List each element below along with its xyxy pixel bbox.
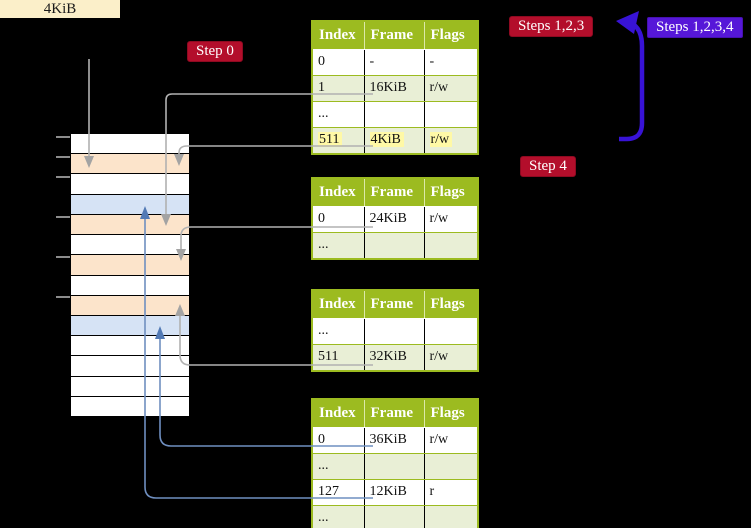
table-header-row: Index Frame Flags	[312, 399, 478, 428]
cell-flags: r/w	[423, 427, 478, 454]
cell-flags: r	[423, 479, 478, 506]
cell-index: 0	[312, 206, 364, 233]
column-header-frame: Frame	[363, 21, 424, 50]
memory-frame-row	[71, 376, 189, 397]
cell-flags: r/w	[423, 127, 478, 155]
address-tick	[56, 156, 70, 158]
cell-flags: r/w	[423, 206, 478, 233]
table-header-row: Index Frame Flags	[312, 290, 478, 319]
address-tick	[56, 136, 70, 138]
cell-flags: r/w	[423, 344, 478, 372]
page-table-third: Index Frame Flags ... 511 32KiB r/w	[311, 289, 479, 372]
cell-flags	[423, 453, 478, 480]
column-header-flags: Flags	[423, 290, 478, 319]
table-row: 0 24KiB r/w	[312, 206, 478, 233]
table-row: ...	[312, 505, 478, 528]
page-size-label: 4KiB	[0, 0, 120, 18]
cell-index: 511	[312, 344, 364, 372]
cell-index: ...	[312, 453, 364, 480]
memory-frame-row	[71, 174, 189, 195]
table-row: 127 12KiB r	[312, 479, 478, 506]
cell-flags	[423, 101, 478, 128]
table-row: ...	[312, 101, 478, 128]
cell-frame	[363, 232, 424, 260]
table-row: 511 32KiB r/w	[312, 344, 478, 372]
page-table-top: Index Frame Flags 0 - - 1 16KiB r/w ... …	[311, 20, 479, 155]
memory-frame-row	[71, 315, 189, 337]
cell-frame	[363, 505, 424, 528]
memory-frame-row	[71, 154, 189, 175]
cell-flags	[423, 505, 478, 528]
cell-frame	[363, 101, 424, 128]
address-tick	[56, 256, 70, 258]
cell-frame: -	[363, 49, 424, 76]
cell-flags	[423, 318, 478, 345]
address-tick	[56, 216, 70, 218]
memory-frame-row	[71, 275, 189, 296]
address-tick	[56, 176, 70, 178]
cell-flags: r/w	[423, 75, 478, 102]
loopback-steps-arrow	[619, 19, 645, 142]
table-row-highlighted: 511 4KiB r/w	[312, 127, 478, 155]
page-table-second: Index Frame Flags 0 24KiB r/w ...	[311, 177, 479, 260]
memory-frame-row	[71, 356, 189, 377]
table-row: ...	[312, 453, 478, 480]
column-header-index: Index	[312, 290, 364, 319]
column-header-frame: Frame	[363, 399, 424, 428]
memory-frame-row	[71, 336, 189, 357]
cell-index: 127	[312, 479, 364, 506]
table-row: ...	[312, 318, 478, 345]
cell-frame: 32KiB	[363, 344, 424, 372]
memory-frame-row	[71, 134, 189, 155]
cell-index: ...	[312, 101, 364, 128]
address-tick	[56, 296, 70, 298]
highlight-text: r/w	[429, 132, 453, 147]
memory-frame-row	[71, 214, 189, 236]
cell-index: ...	[312, 505, 364, 528]
cell-frame: 36KiB	[363, 427, 424, 454]
cell-frame: 12KiB	[363, 479, 424, 506]
cell-flags	[423, 232, 478, 260]
cell-index: 511	[312, 127, 364, 155]
column-header-index: Index	[312, 21, 364, 50]
cell-index: 0	[312, 427, 364, 454]
column-header-flags: Flags	[423, 21, 478, 50]
table-header-row: Index Frame Flags	[312, 178, 478, 207]
cell-index: 1	[312, 75, 364, 102]
highlight-text: 4KiB	[369, 132, 404, 147]
loopback-arrowhead	[616, 11, 639, 34]
cell-frame: 16KiB	[363, 75, 424, 102]
cell-frame	[363, 318, 424, 345]
table-row: 1 16KiB r/w	[312, 75, 478, 102]
badge-step-4: Step 4	[520, 156, 576, 177]
highlight-text: 511	[318, 132, 343, 147]
memory-frame-row	[71, 295, 189, 316]
table-header-row: Index Frame Flags	[312, 21, 478, 50]
table-row: ...	[312, 232, 478, 260]
memory-frame-row	[71, 235, 189, 256]
cell-flags: -	[423, 49, 478, 76]
column-header-flags: Flags	[423, 178, 478, 207]
cell-index: ...	[312, 232, 364, 260]
cell-index: 0	[312, 49, 364, 76]
column-header-flags: Flags	[423, 399, 478, 428]
page-table-fourth: Index Frame Flags 0 36KiB r/w ... 127 12…	[311, 398, 479, 528]
memory-frame-row	[71, 255, 189, 276]
badge-step-0: Step 0	[187, 41, 243, 62]
physical-memory-strip	[70, 133, 190, 417]
column-header-index: Index	[312, 178, 364, 207]
column-header-index: Index	[312, 399, 364, 428]
table-row: 0 - -	[312, 49, 478, 76]
cell-frame	[363, 453, 424, 480]
cell-index: ...	[312, 318, 364, 345]
memory-frame-row	[71, 396, 189, 417]
cell-frame: 24KiB	[363, 206, 424, 233]
badge-steps-1-2-3-4: Steps 1,2,3,4	[647, 17, 743, 38]
column-header-frame: Frame	[363, 178, 424, 207]
cell-frame: 4KiB	[363, 127, 424, 155]
table-row: 0 36KiB r/w	[312, 427, 478, 454]
column-header-frame: Frame	[363, 290, 424, 319]
memory-frame-row	[71, 194, 189, 215]
badge-steps-1-2-3: Steps 1,2,3	[509, 16, 594, 37]
